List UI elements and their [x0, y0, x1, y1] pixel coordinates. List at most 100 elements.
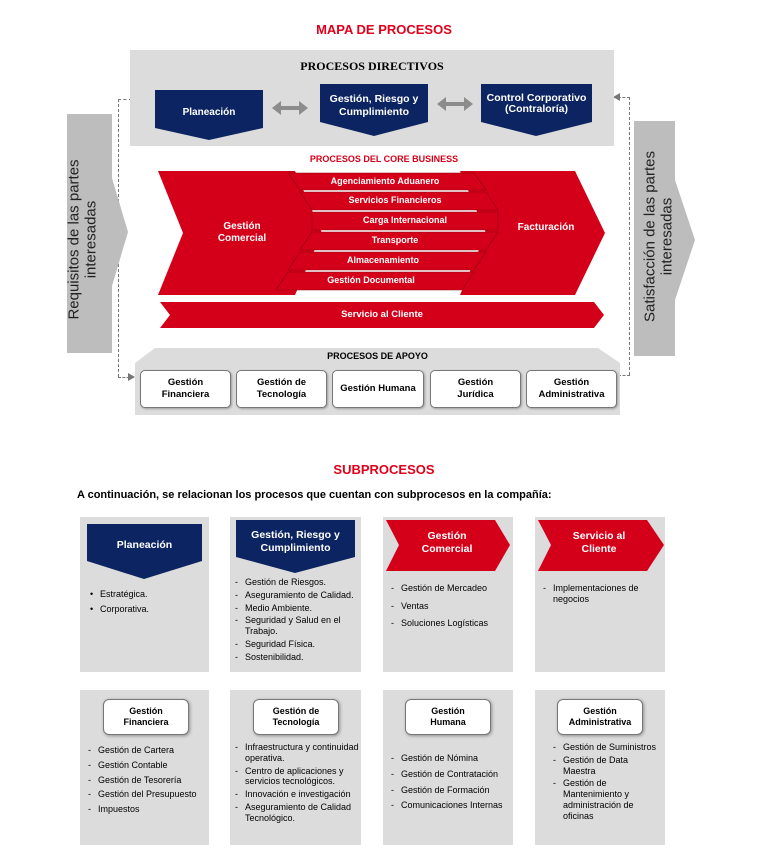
apoyo-label-line2: Tecnología [256, 389, 307, 400]
card-title-line2: Comercial [421, 542, 473, 555]
service-bar [287, 172, 487, 191]
requisitos-label: Requisitos de las partes interesadas [65, 140, 100, 340]
card-title-line2: Cumplimiento [260, 541, 331, 554]
gestion-comercial-label: Gestión Comercial [192, 221, 292, 245]
list-item: Corporativa. [88, 604, 206, 615]
list-item: Gestión de Mercadeo [389, 583, 513, 595]
subprocess-list: Gestión de Riesgos. Aseguramiento de Cal… [233, 577, 361, 665]
service-label: Almacenamiento [346, 255, 420, 265]
frame-line [118, 99, 132, 100]
arrow-right-icon [128, 373, 135, 381]
list-item: Gestión Contable [86, 760, 208, 771]
card-title-line1: Servicio al [572, 530, 626, 542]
subprocess-list: Gestión de Cartera Gestión Contable Gest… [86, 745, 208, 819]
subprocesos-title: SUBPROCESOS [333, 462, 435, 477]
facturacion-label: Facturación [517, 222, 575, 233]
list-item: Medio Ambiente. [233, 603, 361, 614]
gestion-comercial-label-line2: Comercial [217, 233, 267, 244]
service-label: Agenciamiento Aduanero [330, 176, 440, 186]
subprocess-list: Gestión de Suministros Gestión de Data M… [551, 742, 663, 824]
control-corporativo-shape [481, 84, 592, 136]
service-label: Servicios Financieros [348, 195, 442, 205]
control-corporativo-label-line1: Control Corporativo [486, 92, 587, 104]
planeacion-shape [155, 90, 263, 140]
arrow-left-icon [613, 93, 620, 101]
requisitos-label-line1: Requisitos de las partes [65, 159, 83, 320]
card-title: Gestión, Riesgo y Cumplimiento [236, 529, 355, 554]
card-title-line2: Administrativa [568, 717, 632, 727]
card-title-line1: Gestión [129, 705, 163, 716]
list-item: Centro de aplicaciones y servicios tecno… [233, 766, 361, 788]
apoyo-label-line1: Gestión Humana [340, 383, 416, 395]
service-bar [299, 231, 499, 251]
apoyo-title: PROCESOS DE APOYO [327, 351, 428, 361]
list-item: Gestión de Contratación [389, 769, 511, 780]
list-item: Gestión de Nómina [389, 753, 511, 764]
list-item: Impuestos [86, 804, 208, 815]
list-item: Gestión de Formación [389, 785, 511, 796]
card-title-line2: Humana [430, 717, 466, 727]
card-title-line2: Tecnología [272, 717, 320, 727]
subprocess-list: Gestión de Nómina Gestión de Contratació… [389, 753, 511, 816]
double-arrow-icon [437, 97, 473, 111]
apoyo-label-line2: Jurídica [457, 389, 494, 400]
process-map-graphics [67, 84, 695, 415]
service-bar [275, 271, 475, 291]
satisfaccion-label: Satisfacción de las partes interesadas [642, 137, 676, 337]
double-arrow-icon [272, 101, 308, 115]
list-item: Soluciones Logísticas [389, 618, 513, 630]
list-item: Gestión de Data Maestra [551, 755, 663, 777]
card-header-shape [538, 520, 664, 571]
core-title: PROCESOS DEL CORE BUSINESS [309, 154, 459, 164]
gestion-riesgo-label: Gestión, Riesgo y Cumplimiento [320, 93, 428, 118]
frame-line [618, 375, 630, 376]
list-item: Comunicaciones Internas [389, 800, 511, 811]
list-item: Sostenibilidad. [233, 652, 361, 663]
gestion-riesgo-label-line2: Cumplimiento [339, 105, 409, 118]
card-gestion-riesgo: Gestión, Riesgo y Cumplimiento Gestión d… [230, 517, 361, 672]
service-label: Transporte [371, 235, 419, 245]
control-corporativo-label: Control Corporativo (Contraloría) [479, 93, 594, 114]
card-title-line1: Gestión [583, 705, 617, 716]
service-bar [299, 191, 499, 211]
gestion-riesgo-shape [320, 84, 428, 136]
subprocess-list: Infraestructura y continuidad operativa.… [233, 742, 361, 826]
list-item: Aseguramiento de Calidad Tecnológico. [233, 802, 361, 824]
service-label: Gestión Documental [327, 275, 415, 285]
frame-line [629, 97, 630, 375]
servicio-cliente-label: Servicio al Cliente [341, 309, 423, 320]
subprocess-list: Implementaciones de negocios [541, 583, 661, 609]
list-item: Implementaciones de negocios [541, 583, 661, 605]
frame-line [118, 377, 134, 378]
card-title: Planeación [116, 539, 173, 551]
control-corporativo-label-line2: (Contraloría) [505, 102, 568, 115]
card-title-line1: Gestión [431, 705, 465, 716]
subprocess-list: Gestión de Mercadeo Ventas Soluciones Lo… [389, 583, 513, 636]
card-servicio-cliente: Servicio al Cliente Implementaciones de … [535, 517, 665, 672]
card-title-line1: Gestión [427, 530, 467, 542]
list-item: Estratégica. [88, 589, 206, 600]
list-item: Gestión de Riesgos. [233, 577, 361, 588]
list-item: Gestión del Presupuesto [86, 789, 208, 800]
list-item: Gestión de Mantenimiento y administració… [551, 778, 663, 821]
apoyo-label-line1: Gestión de [256, 377, 307, 389]
apoyo-label-line1: Gestión [457, 377, 494, 389]
frame-line [613, 97, 630, 98]
satisfaccion-label-line2: interesadas [658, 197, 675, 276]
list-item: Ventas [389, 601, 513, 613]
planeacion-label: Planeación [182, 107, 236, 118]
subprocesos-intro: A continuación, se relacionan los proces… [77, 489, 552, 501]
apoyo-gestion-humana: Gestión Humana [332, 370, 424, 408]
apoyo-label-line2: Administrativa [538, 389, 605, 400]
apoyo-label-line1: Gestión [553, 377, 590, 389]
card-header-shape [236, 520, 355, 573]
